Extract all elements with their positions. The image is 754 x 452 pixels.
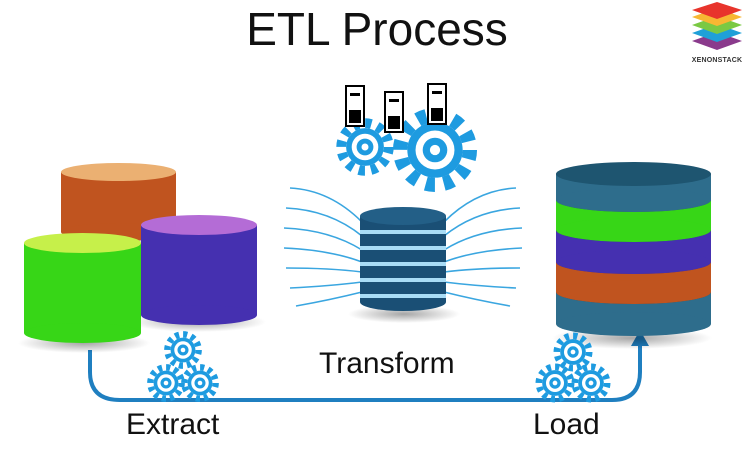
load-label: Load — [533, 408, 600, 441]
gear-icon — [150, 367, 181, 398]
gear-icon — [167, 334, 198, 365]
extract-databases — [18, 163, 266, 353]
layered-stack-logo-icon — [692, 2, 742, 50]
brand-logo: XENONSTACK — [684, 2, 750, 64]
gear-icon — [184, 367, 215, 398]
database-cylinder-icon — [24, 233, 141, 343]
transform-database — [348, 207, 460, 323]
database-cylinder-icon — [360, 207, 446, 311]
transform-servers — [345, 83, 447, 133]
extract-gears — [150, 334, 215, 398]
gear-icon — [341, 123, 389, 171]
load-database — [552, 162, 712, 349]
server-icon — [427, 83, 447, 125]
extract-label: Extract — [126, 408, 220, 441]
gear-icon — [400, 115, 470, 185]
transform-label: Transform — [319, 347, 455, 380]
database-cylinder-icon — [141, 215, 257, 325]
flow-arrow-icon — [88, 342, 642, 402]
gear-icon — [557, 336, 589, 368]
database-cylinder-icon — [556, 162, 711, 336]
transform-streams — [283, 187, 523, 307]
server-icon — [345, 85, 365, 127]
server-icon — [384, 91, 404, 133]
brand-name: XENONSTACK — [691, 57, 743, 64]
gear-icon — [575, 367, 607, 399]
gear-icon — [539, 367, 571, 399]
page-title: ETL Process — [246, 3, 508, 55]
